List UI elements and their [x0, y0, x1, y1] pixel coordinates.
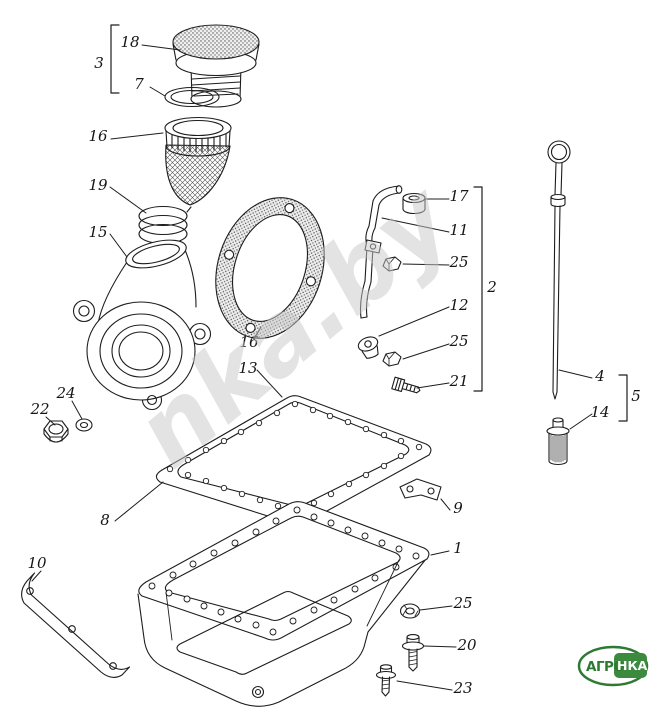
callout-7: 7	[134, 75, 144, 93]
callout-18: 18	[120, 33, 139, 51]
callout-2: 2	[486, 278, 497, 296]
part-strip-10	[21, 572, 131, 678]
part-bracket-9	[399, 478, 442, 501]
part-strainer	[164, 116, 232, 206]
part-bolt-21	[391, 376, 421, 394]
callout-20: 20	[456, 636, 477, 654]
part-pan-gasket	[155, 395, 432, 526]
logo-text-nka: НКА	[617, 658, 648, 673]
artwork-layer	[21, 24, 628, 707]
bracket-group-5	[618, 374, 628, 422]
callout-25-middle: 25	[448, 332, 468, 350]
callout-23: 23	[452, 679, 472, 697]
part-washer-24	[75, 418, 93, 432]
bracket-group-2	[473, 186, 483, 392]
callout-4: 4	[594, 367, 605, 385]
part-gasket-oval	[215, 197, 325, 339]
callout-16-strainer: 16	[88, 127, 108, 145]
logo-badge	[614, 653, 647, 678]
callout-21: 21	[448, 372, 468, 390]
part-dipstick-plug	[546, 417, 570, 466]
callout-19: 19	[88, 176, 108, 194]
callout-8: 8	[100, 511, 110, 529]
part-bolt-23	[375, 664, 397, 697]
callout-labels: 18 3 7 16 19 15 17 11 25 2 12 16 25 13 2…	[27, 33, 640, 697]
part-nut-22	[43, 420, 69, 443]
callout-22: 22	[29, 400, 49, 418]
callout-25-upper: 25	[448, 253, 468, 271]
part-oil-filler-cap	[172, 24, 260, 108]
part-tube	[359, 185, 403, 319]
part-union	[357, 336, 379, 359]
bracket-group-3	[110, 24, 120, 94]
part-filler-housing	[72, 239, 212, 411]
logo-agronka: АГРО НКА	[577, 645, 649, 687]
part-washer-25	[399, 603, 421, 619]
part-bolt-20	[401, 634, 425, 672]
callout-15: 15	[88, 223, 107, 241]
callout-17: 17	[449, 187, 469, 205]
callout-14: 14	[590, 403, 609, 421]
part-dipstick	[547, 140, 571, 400]
part-oil-pan	[137, 501, 430, 707]
logo-text-agro: АГРО	[586, 659, 624, 675]
callout-10: 10	[27, 554, 47, 572]
callout-5: 5	[631, 387, 641, 405]
part-sealing-ring	[164, 86, 220, 108]
group-brackets	[110, 24, 628, 422]
part-nut-middle	[382, 351, 402, 367]
callout-13: 13	[238, 359, 257, 377]
callout-24: 24	[55, 384, 75, 402]
callout-9: 9	[453, 499, 463, 517]
callout-16-gasket: 16	[239, 333, 259, 351]
part-spring	[138, 205, 192, 245]
part-grommet	[402, 192, 426, 215]
part-nut-upper	[382, 256, 402, 272]
leader-lines	[31, 44, 593, 691]
callout-1: 1	[453, 539, 463, 557]
callout-3: 3	[94, 54, 104, 72]
callout-12: 12	[449, 296, 468, 314]
callout-11: 11	[449, 221, 468, 239]
callout-25-washer: 25	[452, 594, 472, 612]
